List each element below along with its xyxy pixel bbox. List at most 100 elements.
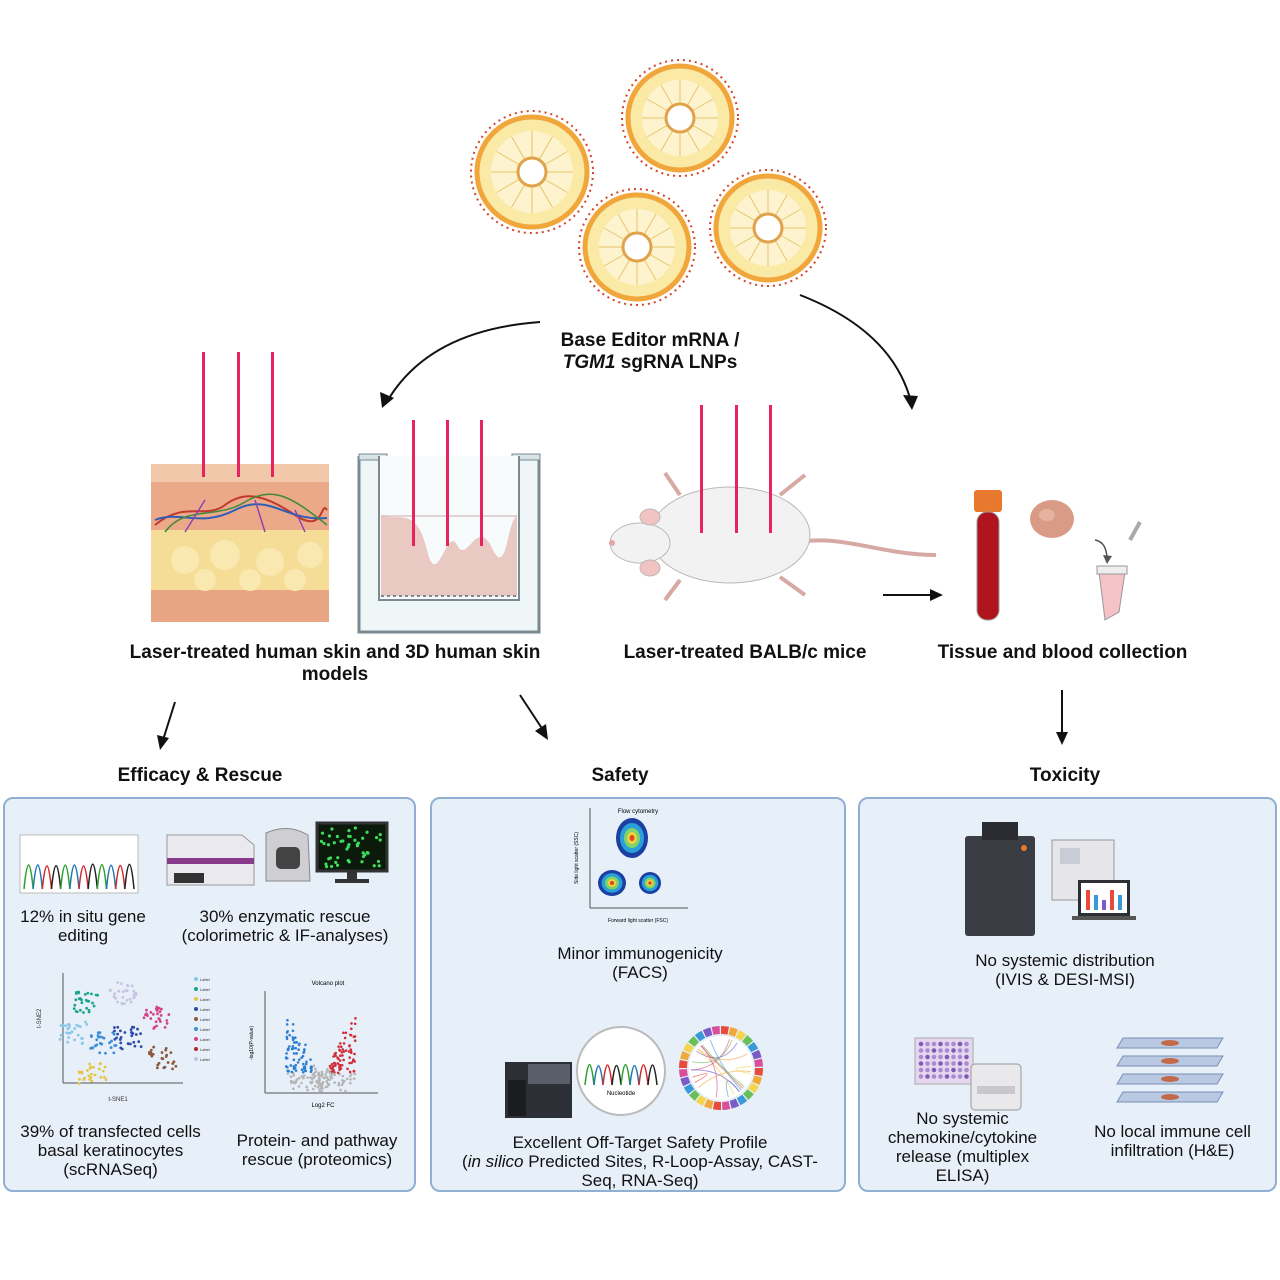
chromatogram-peak [611, 1064, 622, 1086]
volcano-point [330, 1062, 334, 1066]
tsne-cell [59, 1033, 63, 1037]
tsne-cell [120, 1002, 124, 1006]
volcano-point [331, 1066, 335, 1069]
chromatogram-peak [602, 1064, 613, 1086]
tsne-cell [117, 989, 121, 993]
volcano-point [354, 1017, 357, 1020]
volcano-point [328, 1071, 332, 1075]
chromatogram-peak [78, 865, 89, 890]
volcano-point [353, 1052, 356, 1056]
elisa-well [951, 1048, 956, 1053]
if-cell-dot [377, 864, 381, 868]
lnp-center [664, 102, 696, 134]
lnp-center [752, 212, 784, 244]
volcano-point [353, 1072, 357, 1076]
circos-link [691, 1069, 740, 1092]
tsne-cell [77, 990, 81, 994]
volcano-point [312, 1076, 315, 1080]
he-tissue-section [1161, 1076, 1179, 1082]
tsne-cell [74, 998, 78, 1002]
tsne-cell [86, 991, 90, 995]
if-cell-dot [365, 851, 369, 855]
tsne-legend-swatch [194, 977, 198, 981]
chromatogram-peak [59, 864, 71, 890]
circos-segment [721, 1026, 730, 1035]
tsne-legend-label: Label [200, 977, 210, 982]
volcano-point [349, 1049, 353, 1053]
circos-segment [688, 1036, 699, 1047]
tsne-cell [113, 1029, 116, 1033]
if-cell-dot [324, 862, 328, 866]
volcano-point [292, 1037, 295, 1040]
safety-caption-2: Excellent Off-Target Safety Profile (in … [455, 1133, 825, 1190]
volcano-point [286, 1072, 290, 1075]
volcano-point [321, 1073, 324, 1077]
if-cell-dot [334, 860, 338, 864]
elisa-well [964, 1067, 969, 1073]
elisa-well [951, 1041, 956, 1047]
circos-segment [680, 1076, 691, 1087]
volcano-point [286, 1069, 290, 1073]
tsne-cell [67, 1022, 70, 1026]
volcano-plot: Volcano plot Log2 FC -log10(P-value) [249, 981, 378, 1109]
volcano-point [349, 1078, 352, 1081]
lnp-center [621, 231, 653, 263]
circos-segment [743, 1089, 754, 1100]
tsne-cell [159, 1014, 163, 1017]
if-cell-dot [324, 865, 329, 869]
flow-title: Flow cytometry [618, 809, 658, 815]
tsne-cell [116, 981, 120, 984]
tsne-cell [112, 1026, 116, 1029]
tsne-cell [159, 1007, 163, 1011]
circos-segment [711, 1026, 720, 1035]
blood-tube [974, 490, 1002, 621]
tsne-legend-swatch [194, 1037, 198, 1041]
volcano-point [316, 1081, 319, 1085]
elisa-well [951, 1054, 956, 1060]
volcano-point [345, 1077, 349, 1081]
elisa-well [957, 1048, 963, 1053]
volcano-point [298, 1042, 301, 1046]
circos-segment [742, 1035, 753, 1046]
circos-segment [702, 1027, 713, 1038]
volcano-point [352, 1058, 355, 1061]
volcano-point [296, 1061, 300, 1064]
volcano-point [333, 1081, 336, 1084]
circos-segment [751, 1049, 762, 1060]
volcano-point [341, 1054, 344, 1057]
tsne-cell [108, 989, 112, 992]
circos-link [691, 1039, 733, 1064]
circos-link [697, 1048, 748, 1061]
tsne-legend-swatch [194, 1047, 198, 1051]
lnp-headgroups [709, 169, 827, 287]
chromatogram-peak [23, 864, 34, 890]
tsne-cell [75, 1023, 79, 1027]
elisa-well [931, 1067, 937, 1073]
if-cell-dot [348, 834, 352, 839]
toxicity-title: Toxicity [1029, 765, 1101, 786]
elisa-well [918, 1041, 924, 1047]
elisa-well [944, 1067, 950, 1073]
volcano-point [328, 1064, 332, 1068]
tsne-cell [96, 1034, 100, 1037]
tsne-cell [129, 1028, 133, 1032]
tsne-cell [126, 984, 130, 988]
if-cell-dot [347, 860, 351, 864]
tsne-cell [99, 1062, 102, 1066]
elisa-well [951, 1067, 956, 1073]
if-cell-dot [347, 842, 351, 847]
volcano-point [323, 1076, 326, 1079]
circos-link [709, 1039, 742, 1091]
volcano-point [297, 1076, 301, 1080]
efficacy-title: Efficacy & Rescue [117, 765, 283, 786]
skin-model-well [357, 420, 541, 634]
ivis-imager-icon [965, 822, 1136, 936]
volcano-point [337, 1057, 340, 1061]
circos-center [689, 1036, 753, 1100]
volcano-point [311, 1073, 315, 1076]
mice-label: Laser-treated BALB/c mice [623, 642, 867, 663]
volcano-point [339, 1088, 342, 1092]
circos-segment [679, 1069, 688, 1078]
volcano-point [294, 1081, 298, 1084]
tsne-cell [110, 1039, 113, 1043]
